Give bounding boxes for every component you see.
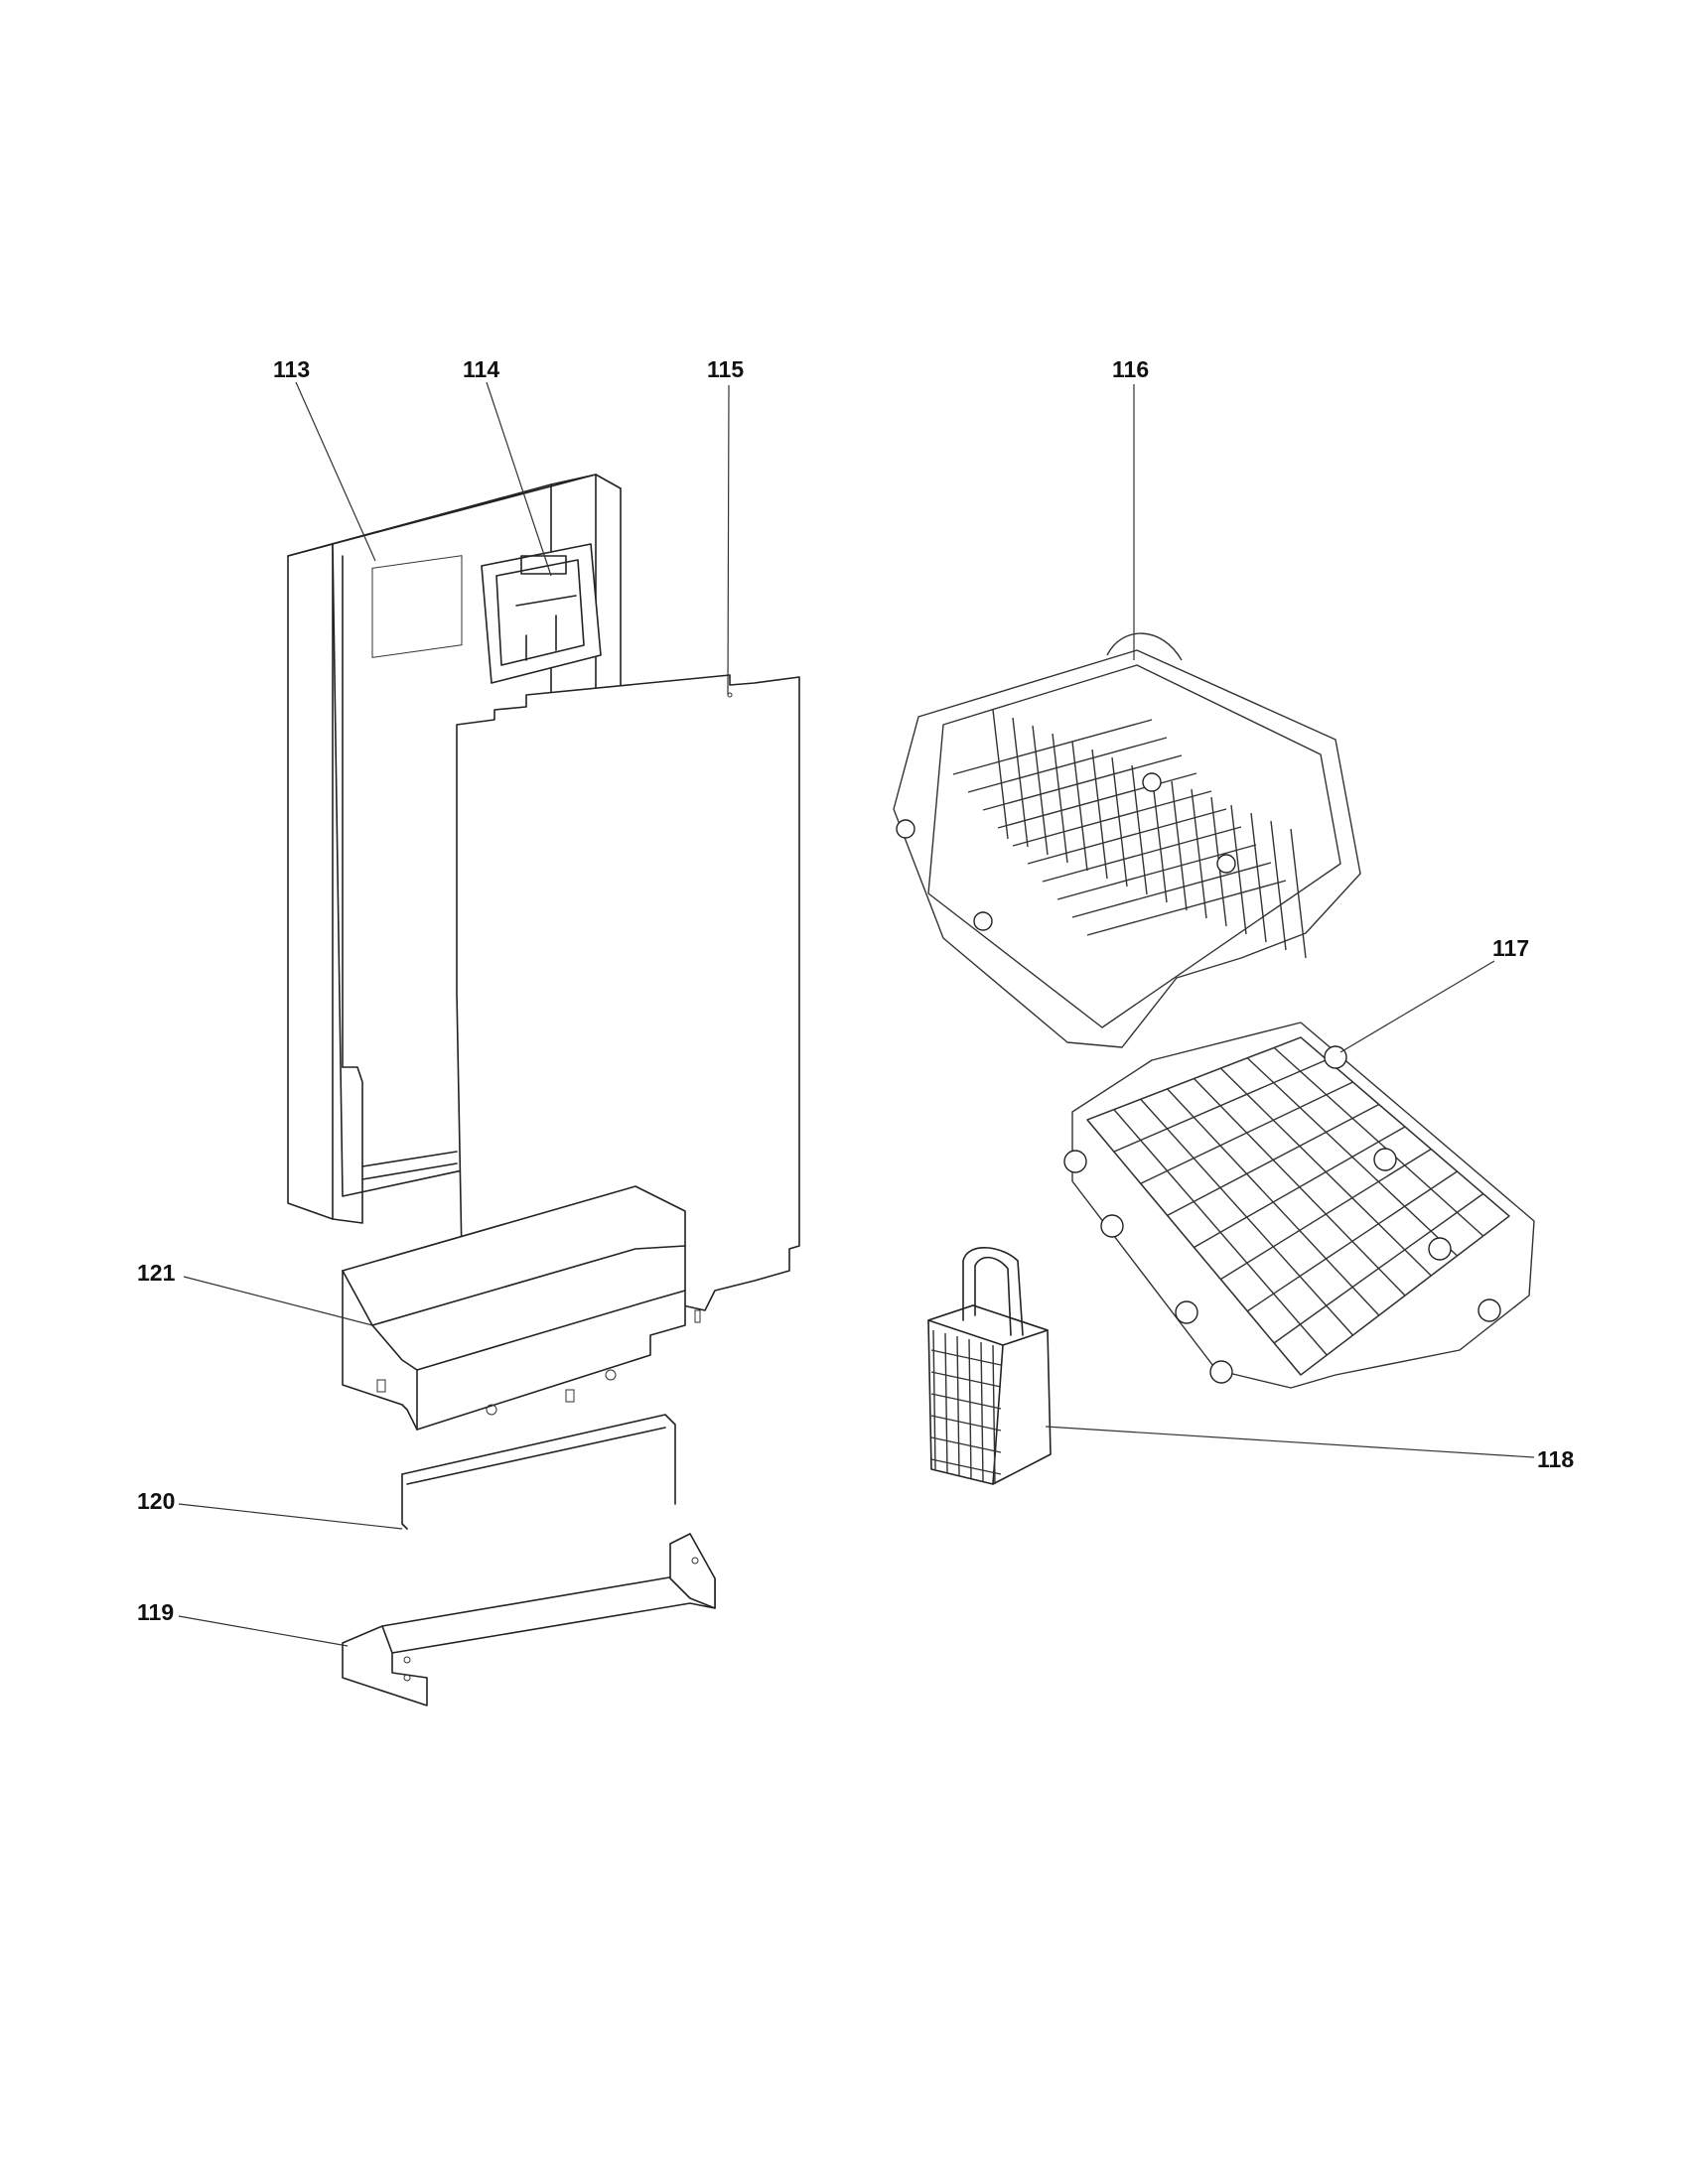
rack-wire [1131, 764, 1148, 895]
rack-wire [1140, 1081, 1353, 1184]
rack-wire [1167, 1103, 1380, 1216]
rack-wire [932, 1329, 936, 1470]
leader-120 [178, 1503, 403, 1530]
label-120: 120 [137, 1488, 175, 1514]
rack-wire [992, 709, 1009, 840]
label-118: 118 [1537, 1446, 1574, 1472]
rack-wire [930, 1349, 1002, 1366]
rack-wire [1113, 1058, 1328, 1153]
label-114: 114 [463, 356, 499, 382]
rack-wire [1270, 820, 1287, 951]
rack-wire [930, 1371, 1002, 1388]
rack-wire [1191, 788, 1207, 919]
rack-wire [1032, 725, 1049, 856]
rack-wire [1042, 826, 1242, 883]
part-121-door-housing [342, 1185, 686, 1431]
rack-wire [930, 1436, 1002, 1453]
label-119: 119 [137, 1599, 174, 1625]
rack-wire [1071, 862, 1272, 918]
rack-wire [930, 1415, 1002, 1432]
part-117-lower-rack [1063, 1022, 1535, 1389]
rack-wire [1086, 880, 1287, 936]
rack-wire [1111, 756, 1128, 887]
label-115: 115 [707, 356, 744, 382]
rack-wire [1052, 733, 1068, 864]
rack-wire [1273, 1192, 1484, 1344]
label-117: 117 [1492, 935, 1529, 961]
label-116: 116 [1112, 356, 1149, 382]
rack-wire [956, 1335, 960, 1476]
rack-wire [1012, 790, 1212, 847]
rack-wire [1086, 1036, 1302, 1121]
rack-wire [980, 1341, 984, 1482]
part-labels: 113 114 115 116 117 118 119 120 121 [137, 356, 1574, 1625]
rack-wire [930, 1393, 1002, 1410]
rack-wire [997, 772, 1197, 829]
part-116-upper-rack [893, 632, 1361, 1048]
leader-121 [183, 1276, 373, 1326]
leader-118 [1045, 1426, 1535, 1458]
leader-114 [486, 381, 552, 577]
rack-wire [944, 1332, 948, 1473]
rack-wire [982, 754, 1183, 811]
rack-wire [1230, 804, 1247, 935]
part-119-bracket [342, 1533, 716, 1706]
rack-wire [1250, 812, 1267, 943]
rack-wire [1012, 717, 1029, 848]
leader-119 [178, 1615, 349, 1647]
rack-wire [1300, 1215, 1510, 1376]
leader-117 [1339, 960, 1495, 1053]
leader-113 [295, 381, 376, 562]
rack-wire [1151, 772, 1168, 903]
part-118-cutlery-basket [927, 1247, 1052, 1485]
rack-wire [992, 1344, 996, 1485]
rack-wire [1246, 1170, 1458, 1312]
rack-wire [1056, 844, 1257, 900]
rack-wire [1027, 808, 1227, 865]
rack-wire [968, 1338, 972, 1479]
rack-wire [1290, 828, 1307, 959]
rack-wire [1171, 780, 1188, 911]
rack-wire [930, 1458, 1002, 1475]
part-120-rod [401, 1414, 676, 1530]
part-114-dispenser [481, 543, 602, 684]
leader-115 [727, 384, 730, 696]
rack-wire [1220, 1148, 1432, 1281]
rack-wire [967, 737, 1168, 793]
rack-wire [952, 719, 1153, 775]
label-121: 121 [137, 1260, 176, 1286]
leader-lines [178, 381, 1535, 1647]
label-113: 113 [273, 356, 310, 382]
rack-wire [1194, 1126, 1406, 1249]
rack-wire [1091, 749, 1108, 880]
